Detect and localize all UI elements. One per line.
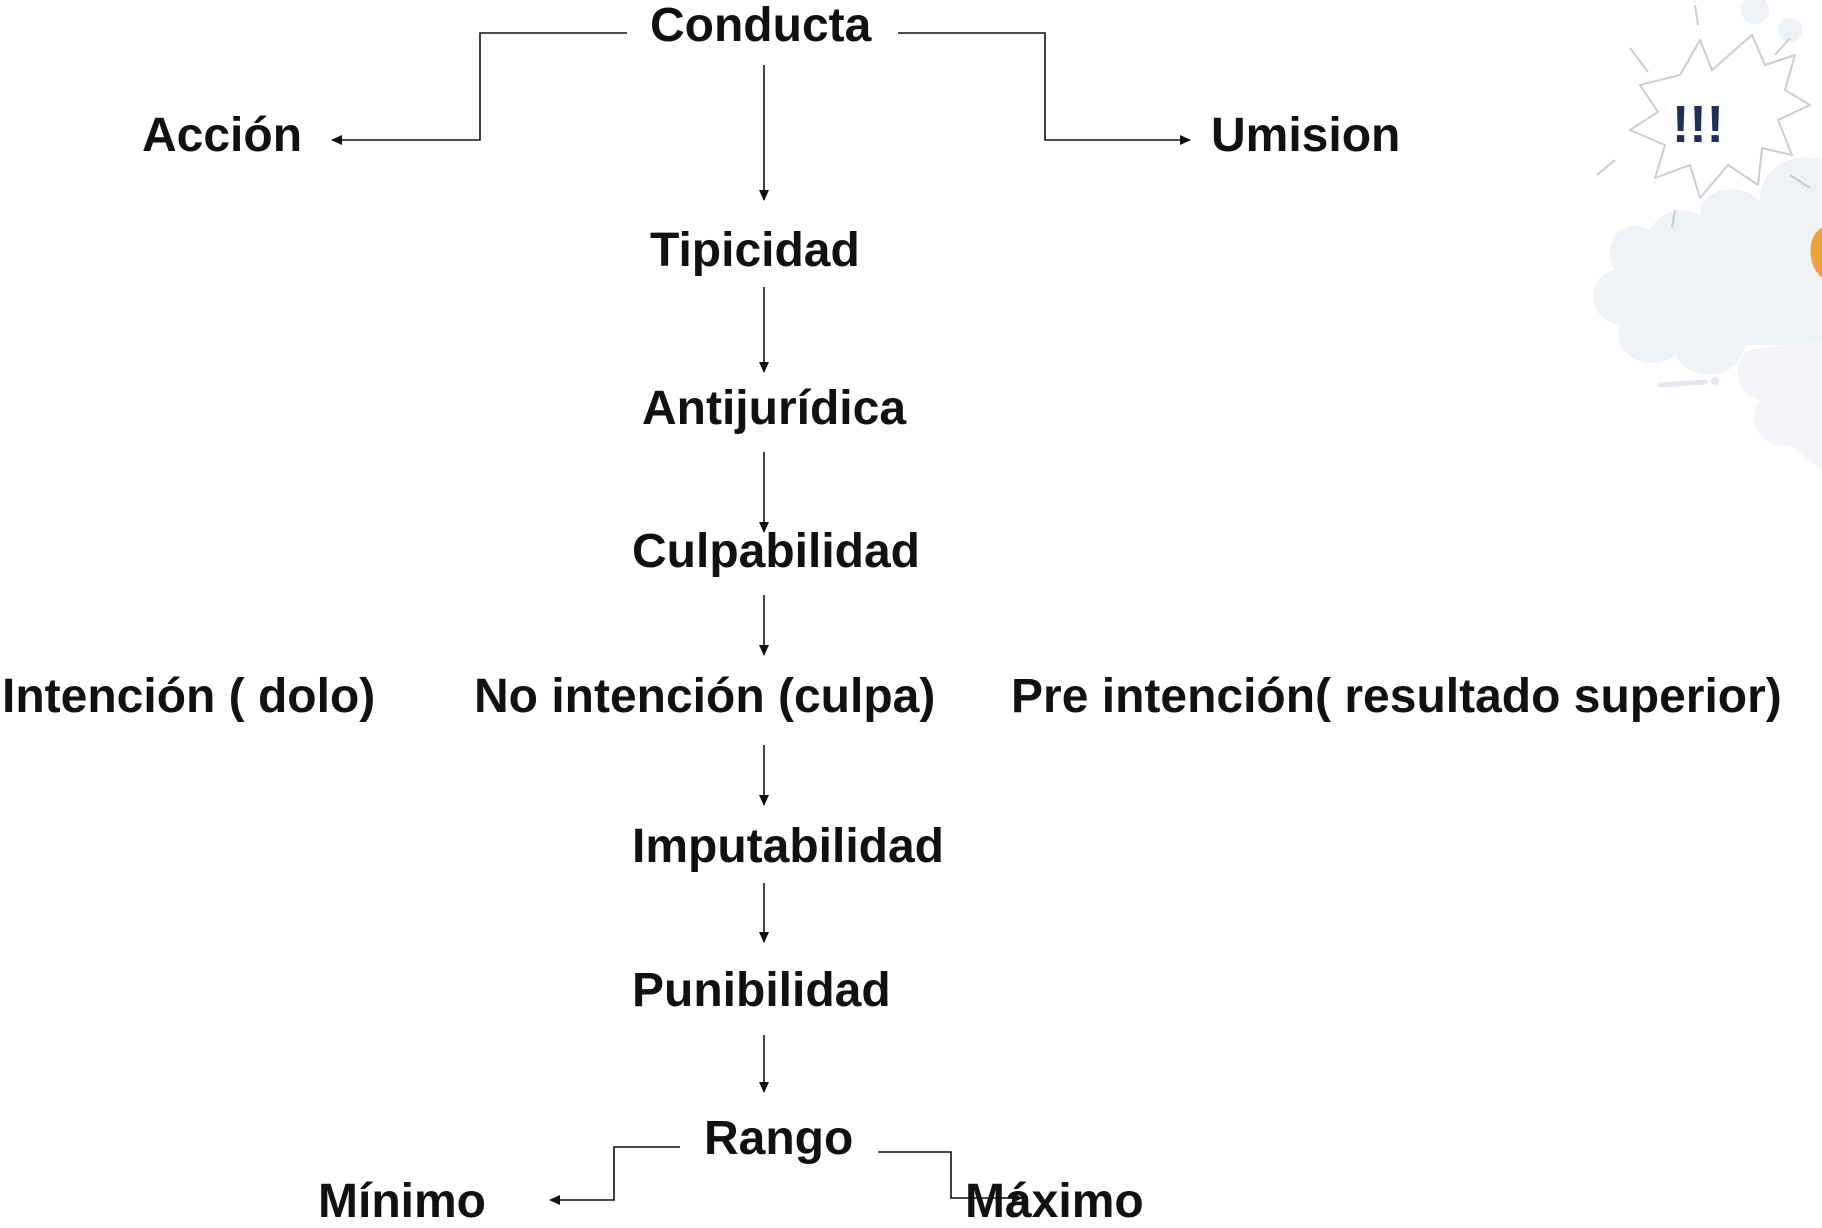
node-conducta: Conducta [650, 0, 872, 52]
cloud-shape [1593, 0, 1822, 470]
node-accion: Acción [142, 109, 303, 162]
node-minimo: Mínimo [318, 1175, 486, 1228]
node-tipicidad: Tipicidad [650, 224, 860, 277]
arrow-rango-to-maximo [878, 1151, 1023, 1203]
orange-accent-shape [1810, 228, 1822, 278]
node-antijuridica: Antijurídica [642, 382, 907, 435]
node-rango: Rango [704, 1112, 854, 1165]
arrow-conducta-to-accion [331, 32, 627, 145]
node-culpabilidad: Culpabilidad [632, 525, 920, 578]
burst-text: !!! [1672, 96, 1724, 154]
node-punibilidad: Punibilidad [632, 964, 891, 1017]
node-imputabilidad: Imputabilidad [632, 820, 944, 873]
node-maximo: Máximo [965, 1175, 1144, 1228]
node-no-intencion: No intención (culpa) [474, 670, 936, 723]
arrow-conducta-to-umision [898, 32, 1191, 145]
node-pre-intencion: Pre intención( resultado superior) [1011, 670, 1782, 723]
node-umision: Umision [1211, 109, 1401, 162]
exclamation-burst-icon: !!! [1596, 4, 1811, 229]
node-intencion-dolo: Intención ( dolo) [2, 670, 376, 723]
arrow-rango-to-minimo [549, 1146, 680, 1205]
